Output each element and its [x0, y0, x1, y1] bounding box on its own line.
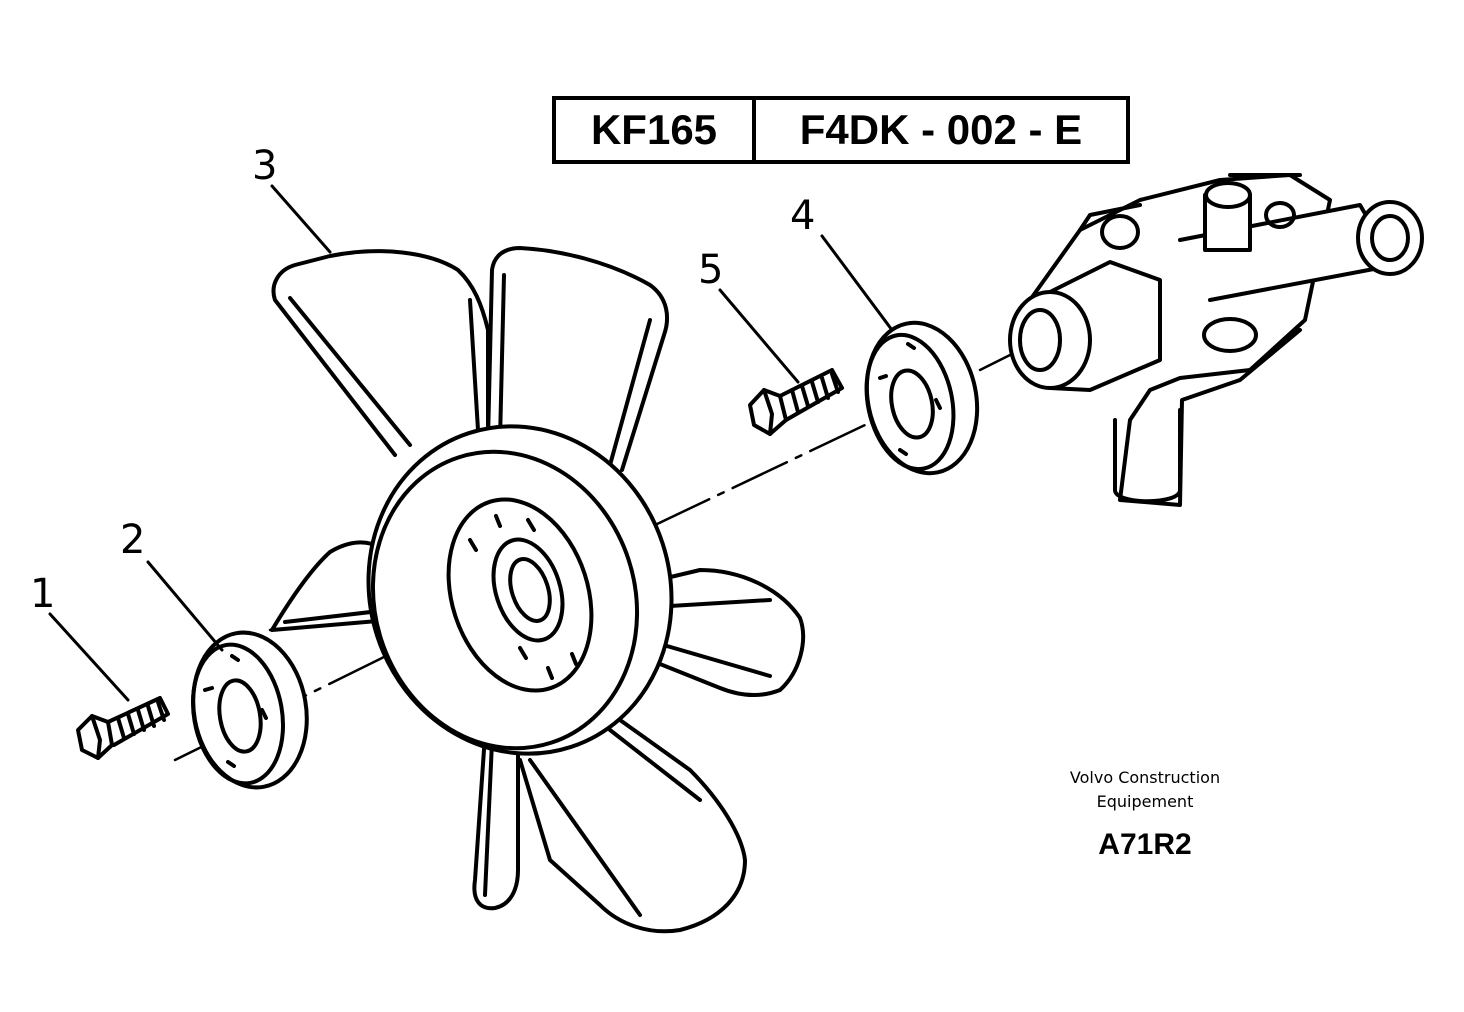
model-code: KF165 — [556, 100, 756, 160]
bolt-part-5 — [748, 368, 844, 436]
callout-5: 5 — [698, 247, 724, 293]
water-pump — [1008, 173, 1424, 507]
drawing-code: A71R2 — [1098, 828, 1192, 861]
credit-line-1: Volvo Construction — [1069, 768, 1221, 787]
title-block: KF165 F4DK - 002 - E — [552, 96, 1130, 164]
bolt-part-1 — [76, 696, 170, 760]
washer-part-4 — [864, 320, 980, 476]
callout-4: 4 — [790, 193, 816, 239]
washer-part-2 — [190, 630, 309, 790]
callout-2: 2 — [120, 517, 146, 563]
callout-1: 1 — [30, 571, 56, 617]
callout-3: 3 — [252, 143, 278, 189]
credit-line-2: Equipement — [1096, 792, 1194, 811]
reference-number: F4DK - 002 - E — [799, 106, 1083, 153]
manufacturer-credit: Volvo Construction Equipement — [1040, 766, 1250, 814]
fan-part-3 — [270, 246, 805, 934]
